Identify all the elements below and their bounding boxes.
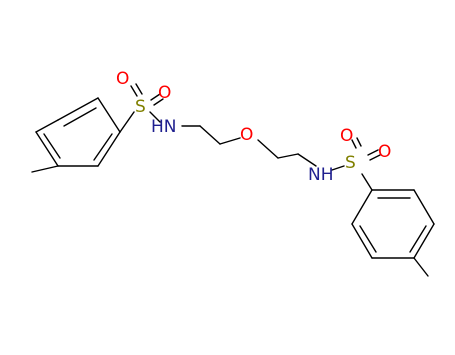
atom-nh1-label: HN [151, 117, 177, 137]
left-aromatic-ring [35, 97, 121, 167]
s1-o2-bond-b [153, 98, 164, 106]
left-methyl-bond [31, 165, 59, 173]
atom-o2-label: O [158, 83, 171, 103]
s2-o4-bond-a [367, 149, 379, 156]
s1-o1-bond-b [135, 83, 143, 95]
atom-nh2-label: NH [308, 165, 334, 185]
s1-n1-bond [149, 111, 161, 123]
right-aromatic-ring [351, 189, 435, 259]
c-c-bond-1 [199, 125, 221, 145]
right-methyl-bond [413, 257, 429, 277]
ring-s1-bond [119, 111, 135, 133]
s2-o4-bond-b [369, 154, 381, 161]
s1-o1-bond-a [130, 85, 138, 97]
atom-o4-label: O [378, 142, 391, 162]
s2-ring-bond [361, 173, 373, 191]
o-c-bond-2 [257, 139, 279, 159]
s1-o2-bond-a [150, 93, 161, 101]
c-o-bond-1 [219, 137, 241, 145]
s2-o3-bond-b [356, 137, 362, 147]
c-c-bond-2 [277, 153, 299, 159]
s2-o3-bond-a [351, 139, 357, 149]
n2-s2-bond [331, 165, 345, 171]
atom-o1-label: O [116, 69, 129, 89]
atom-ether-o-label: O [240, 125, 253, 145]
atom-s1-label: S [135, 97, 146, 117]
c-n2-bond [297, 153, 317, 167]
atom-s2-label: S [345, 153, 356, 173]
atom-o3-label: O [340, 126, 353, 146]
